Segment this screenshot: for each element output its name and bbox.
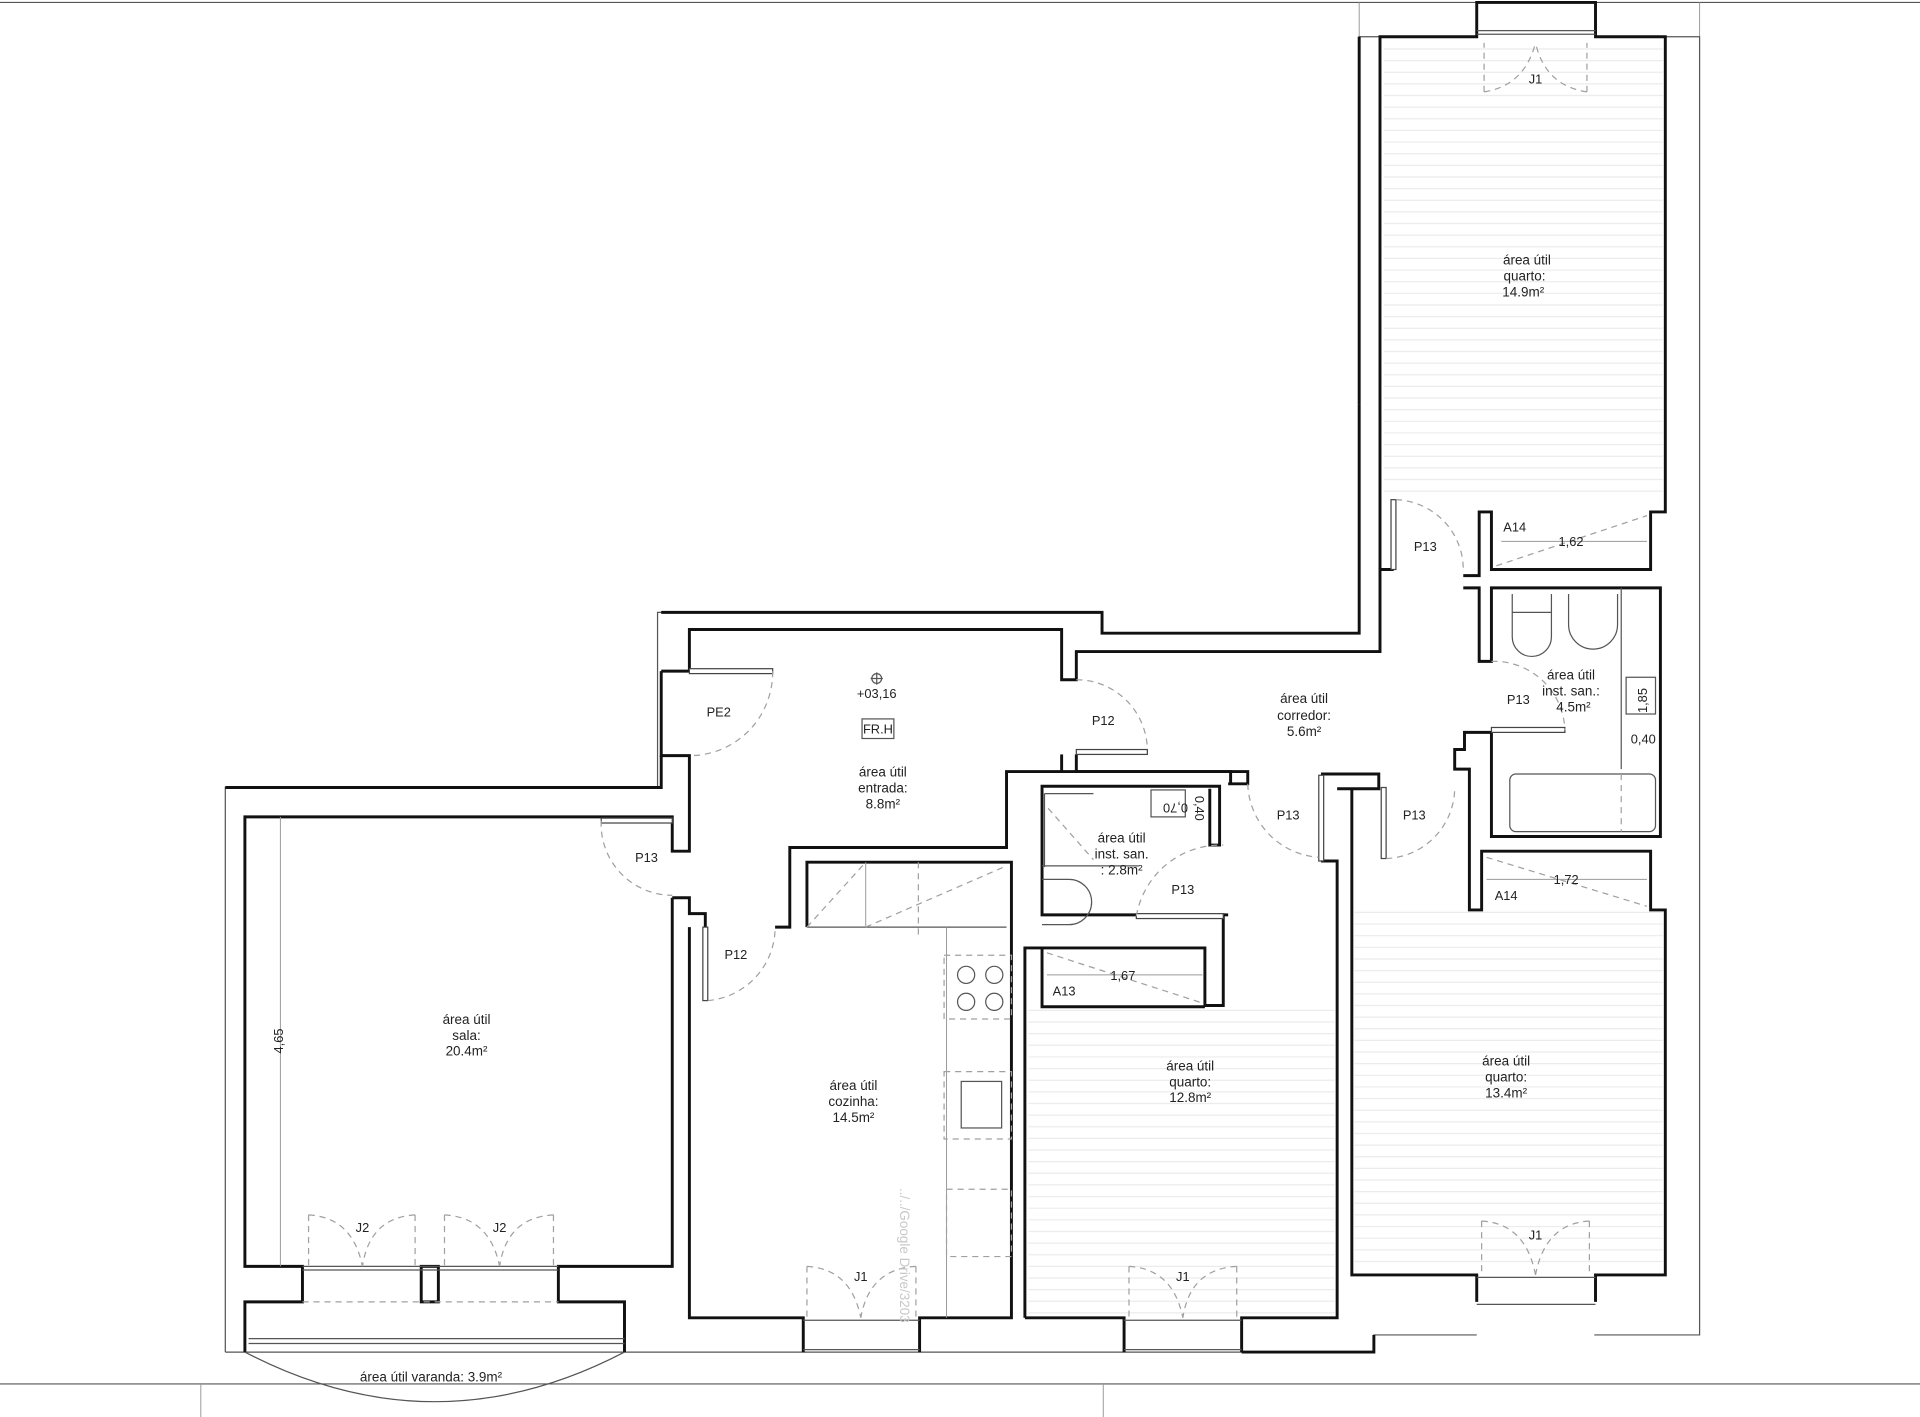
floor-hatch-quarto-top <box>1383 48 1663 492</box>
tag-j1-top: J1 <box>1529 71 1543 86</box>
tag-p12-entry: P12 <box>1092 713 1115 728</box>
window-frames <box>248 30 1596 1351</box>
outer-envelope <box>224 2 1701 1353</box>
tag-a14-top: A14 <box>1503 520 1526 535</box>
kitchen-units <box>806 861 1013 1318</box>
tag-a13: A13 <box>1053 984 1076 999</box>
label-cozinha-l3: 14.5m² <box>833 1110 875 1125</box>
label-sala-l3: 20.4m² <box>446 1044 488 1059</box>
tag-p12-kitchen: P12 <box>724 947 747 962</box>
fr-label: FR.H <box>863 722 893 737</box>
label-inst-san-small-l3: : 2.8m² <box>1101 862 1143 877</box>
bathroom-fixtures-small <box>1042 789 1186 926</box>
file-path-watermark: ../../Google Drive/3203 <box>897 1188 912 1323</box>
tag-p13-bath-big: P13 <box>1507 692 1530 707</box>
label-inst-san-small-l2: inst. san. <box>1095 847 1149 862</box>
label-inst-san-big-l2: inst. san.: <box>1542 684 1600 699</box>
dim-bath-small-a: 0,70 <box>1163 800 1188 815</box>
label-inst-san-big-l1: área útil <box>1547 668 1595 683</box>
label-corredor-l2: corredor: <box>1277 708 1331 723</box>
label-quarto-top-l1: área útil <box>1503 253 1551 268</box>
dim-bath-big-len: 1,85 <box>1635 688 1650 713</box>
wardrobe-tags: A14 1,62 A14 1,72 A13 1,67 <box>1053 520 1584 999</box>
dim-a13: 1,67 <box>1110 968 1135 983</box>
floor-hatch-quarto-mid <box>1028 1009 1335 1314</box>
tag-p13-sala: P13 <box>635 850 658 865</box>
tag-j1-right: J1 <box>1529 1227 1543 1242</box>
dim-a14-top: 1,62 <box>1559 534 1584 549</box>
label-quarto-mid-l3: 12.8m² <box>1169 1090 1211 1105</box>
label-sala-l1: área útil <box>443 1012 491 1027</box>
dim-sala-depth: 4,65 <box>271 1029 286 1054</box>
label-quarto-right-l2: quarto: <box>1485 1069 1527 1084</box>
label-cozinha-l2: cozinha: <box>828 1094 878 1109</box>
label-inst-san-small-l1: área útil <box>1098 831 1146 846</box>
label-corredor-l1: área útil <box>1280 691 1328 706</box>
tag-pe2: PE2 <box>707 704 731 719</box>
wardrobes <box>1046 515 1648 1004</box>
tag-p13-corr-left: P13 <box>1277 807 1300 822</box>
dim-bath-big-w: 0,40 <box>1631 731 1656 746</box>
label-quarto-right-l3: 13.4m² <box>1485 1085 1527 1100</box>
doors <box>600 499 1566 1002</box>
floor-hatch-quarto-right <box>1354 911 1663 1263</box>
label-entrada-l2: entrada: <box>858 780 907 795</box>
label-quarto-top-l3: 14.9m² <box>1502 284 1544 299</box>
tag-j2-left: J2 <box>356 1220 370 1235</box>
window-tags: J1 J2 J2 J1 J1 J1 <box>356 71 1543 1284</box>
tag-j1-kitchen: J1 <box>854 1269 868 1284</box>
tag-p13-bath-small: P13 <box>1171 882 1194 897</box>
label-varanda: área útil varanda: 3.9m² <box>360 1369 503 1384</box>
label-corredor-l3: 5.6m² <box>1287 724 1322 739</box>
tag-a14-right: A14 <box>1495 888 1518 903</box>
label-quarto-right-l1: área útil <box>1482 1054 1530 1069</box>
tag-p13-top: P13 <box>1414 539 1437 554</box>
level-marker <box>870 672 883 685</box>
label-quarto-top-l2: quarto: <box>1504 268 1546 283</box>
room-labels: área útil quarto: 14.9m² +03,16 FR.H áre… <box>360 253 1600 1385</box>
label-quarto-mid-l1: área útil <box>1166 1058 1214 1073</box>
balcony-edge <box>244 1351 625 1403</box>
bathroom-fixtures-big <box>1509 587 1657 833</box>
level-value: +03,16 <box>857 686 897 701</box>
label-inst-san-big-l3: 4.5m² <box>1556 700 1591 715</box>
window-swings <box>307 42 1590 1318</box>
label-entrada-l1: área útil <box>859 764 907 779</box>
dim-bath-small-b: 0,40 <box>1192 796 1207 821</box>
label-sala-l2: sala: <box>452 1028 480 1043</box>
label-quarto-mid-l2: quarto: <box>1169 1074 1211 1089</box>
tag-p13-corr-right: P13 <box>1403 807 1426 822</box>
label-cozinha-l1: área útil <box>830 1078 878 1093</box>
dim-a14-right: 1,72 <box>1554 872 1579 887</box>
fr-h-box <box>861 718 895 740</box>
door-tags: PE2 P12 P13 P12 P13 P13 P13 P13 P13 <box>635 539 1530 962</box>
dimension-labels: 4,65 1,85 0,40 0,70 0,40 <box>271 688 1656 1053</box>
label-entrada-l3: 8.8m² <box>866 796 901 811</box>
walls <box>225 0 1667 1354</box>
tag-j2-right: J2 <box>493 1220 507 1235</box>
tag-j1-mid: J1 <box>1176 1269 1190 1284</box>
